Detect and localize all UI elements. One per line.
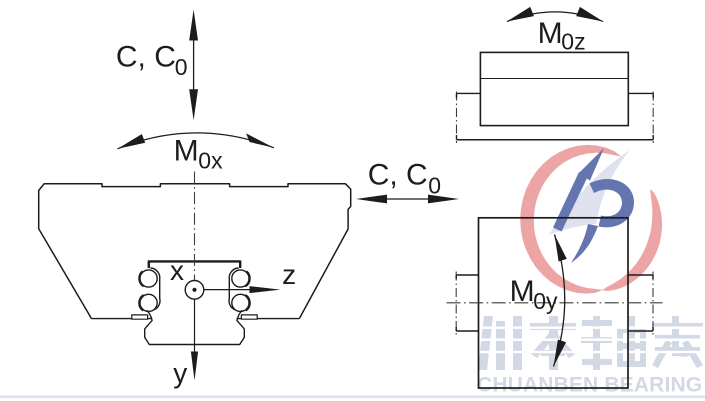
m0z-label: M (538, 17, 563, 50)
m0x-label: M (174, 135, 199, 168)
load-arrow-horizontal: C, C 0 (356, 158, 459, 204)
axis-y-label: y (173, 357, 187, 388)
m0z-label-sub: 0z (561, 29, 585, 55)
groove-inner-right (228, 267, 239, 311)
m0y-rail-stub-left (456, 274, 479, 332)
side-view-m0z (455, 51, 654, 143)
load-v-arrowhead-down-icon (189, 89, 198, 121)
axis-x-origin-dot (192, 287, 197, 292)
brand-logo-icon (520, 144, 662, 294)
seal-tab-left (131, 314, 149, 320)
load-h-arrowhead-left-icon (356, 194, 387, 204)
load-v-label: C, C (116, 40, 176, 73)
m0y-arrowhead-down-icon (553, 339, 567, 367)
carriage-outline (37, 182, 352, 319)
logo-navy-flag (578, 148, 604, 181)
axis-z-label: z (282, 259, 296, 290)
footer-strip (0, 395, 705, 399)
moment-arc-z: M 0z (506, 6, 604, 55)
moment-arc-y: M 0y (510, 234, 567, 367)
watermark-stripes (470, 326, 705, 354)
m0x-arrowhead-left-icon (117, 134, 146, 149)
m0y-label: M (510, 275, 535, 308)
ball-top-left (139, 269, 158, 288)
ball-bottom-right (231, 293, 250, 313)
m0x-arrowhead-right-icon (246, 133, 274, 148)
logo-navy-stem (553, 172, 588, 232)
top-view-m0y (446, 216, 663, 389)
logo-navy-tail (571, 224, 598, 263)
groove-inner-left (150, 267, 161, 311)
load-h-arrowhead-right-icon (428, 194, 459, 204)
m0z-rail-corners (455, 93, 654, 140)
m0z-arrowhead-left-icon (506, 6, 534, 22)
watermark: CHUANBEN BEARING (0, 144, 705, 399)
m0y-arrowhead-up-icon (554, 234, 567, 262)
ball-top-right (231, 269, 250, 288)
groove-outer-right (245, 270, 251, 312)
logo-navy-bowl (589, 179, 634, 228)
m0y-rail-end-corners (455, 275, 654, 331)
load-h-label: C, C (368, 158, 428, 191)
moment-arc-x: M 0x (117, 132, 275, 174)
watermark-wordmark: CHUANBEN BEARING (477, 374, 702, 397)
m0z-carriage (479, 51, 630, 127)
watermark-cjk (478, 316, 703, 370)
axis-z-arrowhead-icon (249, 286, 281, 294)
seal-tab-right (240, 314, 258, 320)
load-h-label-sub: 0 (428, 172, 441, 198)
ball-bottom-left (139, 293, 158, 313)
load-arrow-vertical: C, C 0 (116, 9, 198, 121)
logo-red-swoosh-right (602, 188, 662, 291)
m0y-rail-stub-right (628, 274, 653, 332)
groove-outer-left (138, 270, 144, 312)
cross-section-view (37, 171, 352, 381)
axis-x-label: x (170, 255, 184, 286)
m0y-label-sub: 0y (533, 288, 558, 314)
m0x-label-sub: 0x (198, 148, 223, 174)
m0z-arrowhead-right-icon (576, 6, 604, 22)
axis-y-arrowhead-icon (190, 351, 199, 381)
load-v-label-sub: 0 (175, 54, 188, 80)
load-v-arrowhead-up-icon (189, 9, 198, 41)
